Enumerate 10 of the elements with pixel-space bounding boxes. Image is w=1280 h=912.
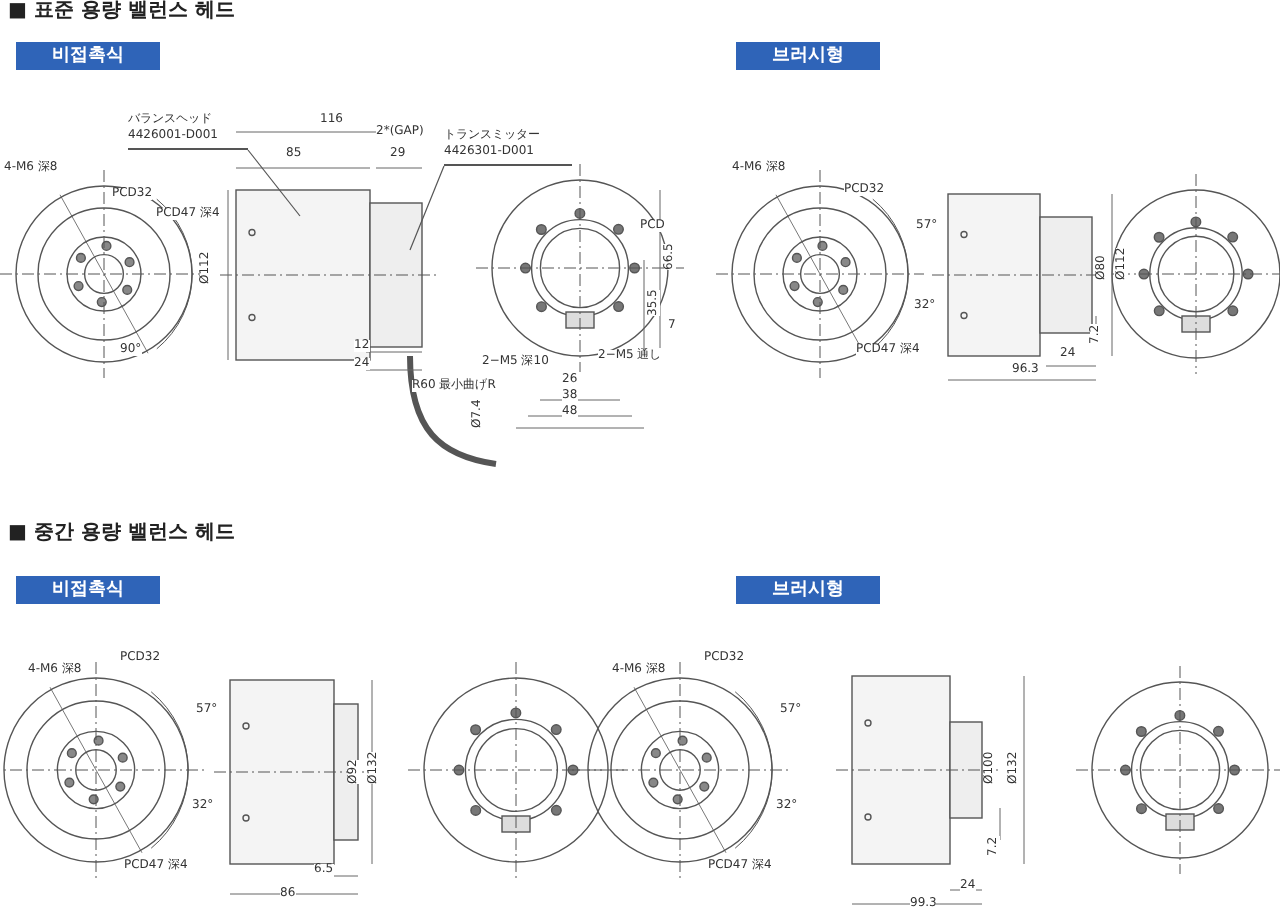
leader-line (247, 149, 301, 217)
section-tab: 브러시형 (736, 576, 880, 604)
section-heading: ■ 표준 용량 밸런스 헤드 (8, 2, 235, 22)
section-tab: 비접촉식 (16, 42, 160, 70)
section-heading: ■ 중간 용량 밸런스 헤드 (8, 524, 235, 544)
section-tab: 브러시형 (736, 42, 880, 70)
part-callout (444, 128, 572, 166)
section-tab: 비접촉식 (16, 576, 160, 604)
leader-line (409, 165, 445, 251)
part-callout (128, 112, 248, 150)
